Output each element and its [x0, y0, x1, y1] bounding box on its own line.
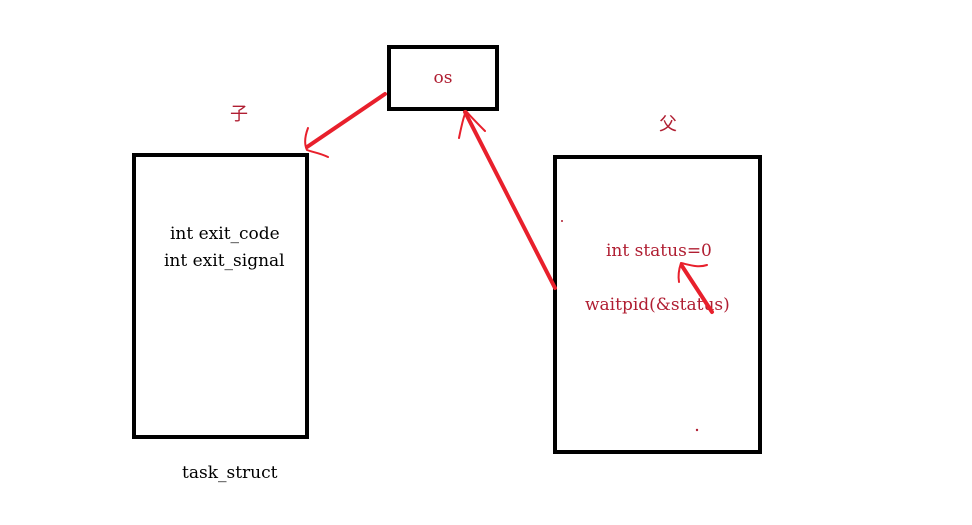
os-box: [387, 45, 499, 111]
parent-to-os-arrow: [463, 110, 557, 290]
child-process-box: [132, 153, 309, 439]
exit-code-field: int exit_code: [170, 224, 280, 244]
waitpid-call: waitpid(&status): [585, 295, 730, 315]
parent-process-box: [553, 155, 762, 454]
task-struct-caption: task_struct: [182, 463, 278, 483]
exit-signal-field: int exit_signal: [164, 251, 285, 271]
parent-to-os-arrowhead: [458, 110, 486, 139]
status-declaration: int status=0: [606, 241, 712, 261]
child-title: 子: [230, 104, 248, 125]
os-label: os: [433, 68, 453, 88]
os-to-child-arrow: [305, 92, 387, 149]
parent-title: 父: [659, 114, 677, 135]
